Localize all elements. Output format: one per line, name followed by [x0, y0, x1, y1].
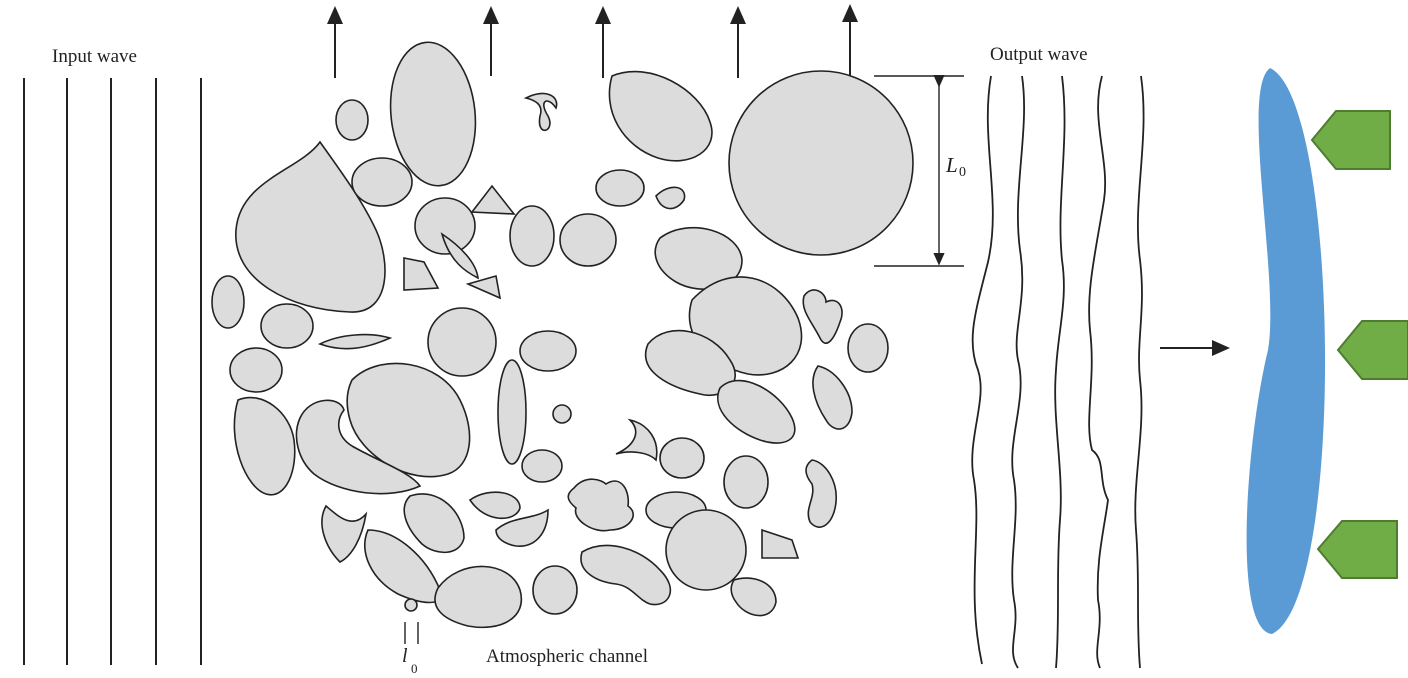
output-wavefront-3 [1055, 76, 1064, 668]
eddy [336, 100, 368, 140]
eddy [470, 492, 520, 518]
eddy [560, 214, 616, 266]
detector-icon [1318, 521, 1397, 578]
eddy [762, 530, 798, 558]
inner-scale-subscript: 0 [411, 661, 418, 676]
eddy [581, 546, 670, 605]
eddy [234, 398, 294, 495]
eddy [404, 258, 438, 290]
eddy [510, 206, 554, 266]
eddy [526, 93, 557, 130]
eddy [322, 506, 366, 562]
eddy-small-inner-scale [405, 599, 417, 611]
eddy [803, 290, 842, 343]
inner-scale-label: l [402, 645, 408, 667]
eddy [660, 438, 704, 478]
eddy [568, 479, 633, 530]
eddy [261, 304, 313, 348]
eddy [212, 276, 244, 328]
eddy [731, 578, 776, 615]
detector-icon [1338, 321, 1408, 379]
atmospheric-channel-label: Atmospheric channel [486, 646, 648, 667]
eddy [230, 348, 282, 392]
output-wave-label: Output wave [990, 44, 1088, 65]
eddy [609, 72, 712, 161]
eddy [428, 308, 496, 376]
output-wavefront-4 [1089, 76, 1108, 668]
eddy [435, 566, 521, 627]
eddy [596, 170, 644, 206]
output-wavefront-5 [1135, 76, 1143, 668]
eddy [533, 566, 577, 614]
input-wave-label: Input wave [52, 46, 137, 67]
eddy [806, 460, 836, 527]
turbulent-eddies [212, 38, 913, 627]
eddy [718, 381, 795, 443]
eddy [553, 405, 571, 423]
inner-scale-marker: l 0 [402, 622, 418, 676]
eddy [724, 456, 768, 508]
detector-icon [1312, 111, 1390, 169]
receiver-group [1247, 68, 1408, 634]
eddy [468, 276, 500, 298]
eddy-large-outer-scale [729, 71, 913, 255]
outer-scale-label: L [945, 153, 958, 177]
eddy [404, 494, 464, 552]
eddy [813, 366, 852, 429]
eddy [848, 324, 888, 372]
input-wave-group: Input wave [24, 46, 201, 665]
eddy [666, 510, 746, 590]
eddy [656, 187, 685, 208]
eddy [616, 420, 657, 460]
output-wave-group: Output wave [972, 44, 1143, 668]
eddy [522, 450, 562, 482]
outer-scale-subscript: 0 [959, 165, 966, 180]
receiver-lens-shape [1247, 68, 1325, 634]
eddy [415, 198, 475, 254]
eddy [472, 186, 514, 214]
output-wavefront-1 [972, 76, 993, 664]
eddy [498, 360, 526, 464]
eddy [320, 335, 390, 349]
eddy [352, 158, 412, 206]
eddy [520, 331, 576, 371]
output-wavefront-2 [1012, 76, 1024, 668]
